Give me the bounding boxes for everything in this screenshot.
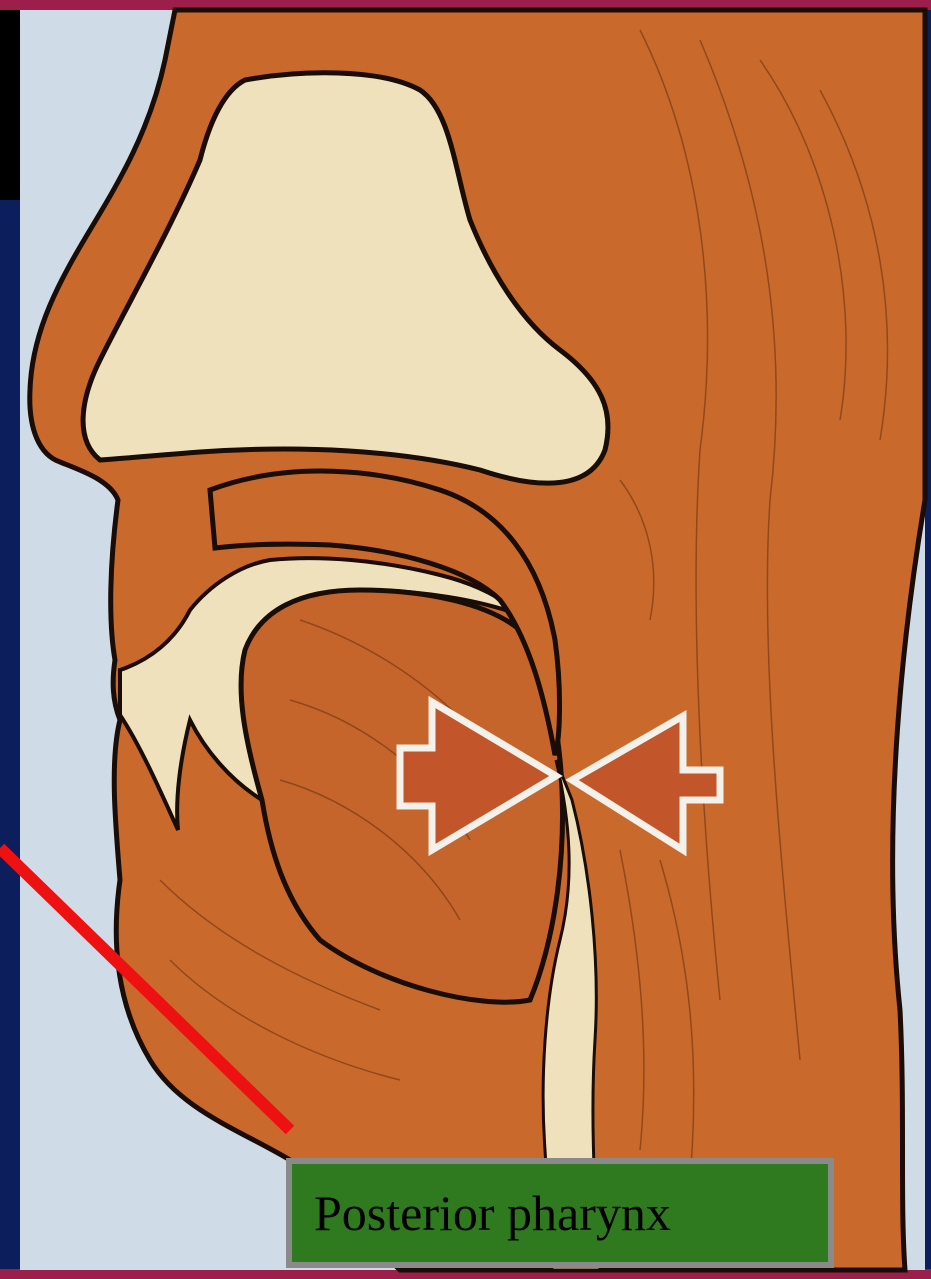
illustration-panel — [20, 10, 925, 1270]
black-corner-block — [0, 0, 20, 200]
posterior-pharynx-label: Posterior pharynx — [314, 1184, 671, 1242]
label-box: Posterior pharynx — [286, 1158, 834, 1268]
